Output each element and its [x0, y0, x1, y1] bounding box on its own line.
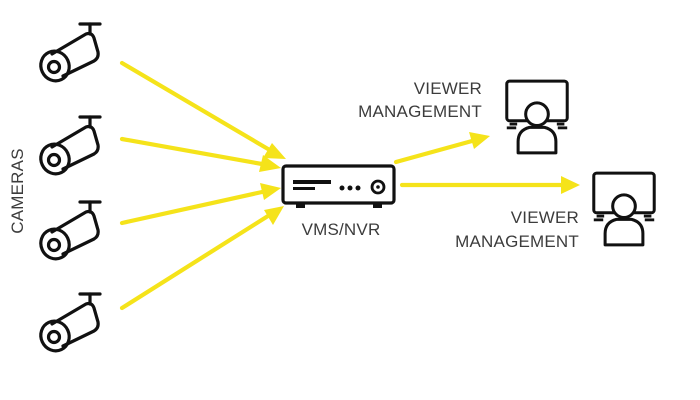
security-camera-icon — [34, 115, 102, 181]
security-camera-icon — [34, 200, 102, 266]
camera-to-recorder-arrows — [119, 60, 286, 311]
arrow-viewer-1 — [393, 132, 490, 165]
arrow-camera-4 — [119, 206, 284, 311]
viewer-workstation-icon — [505, 79, 569, 155]
arrow-camera-1 — [119, 60, 286, 159]
viewer-1-label-line1: VIEWER — [414, 79, 482, 98]
recorder-label: VMS/NVR — [302, 220, 381, 239]
cameras-label: CAMERAS — [8, 148, 27, 233]
viewer-1-label-line2: MANAGEMENT — [358, 102, 482, 121]
arrow-camera-2 — [119, 136, 281, 172]
arrow-camera-3 — [119, 183, 281, 226]
recorder-to-viewer-arrows — [393, 132, 580, 194]
security-camera-icon — [34, 22, 102, 88]
viewer-2-label-line1: VIEWER — [511, 208, 579, 227]
nvr-recorder-icon — [281, 164, 396, 208]
viewer-workstation-icon — [592, 171, 656, 247]
security-camera-icon — [34, 292, 102, 358]
viewer-2-label-line2: MANAGEMENT — [455, 232, 579, 251]
arrow-viewer-2 — [399, 176, 580, 194]
